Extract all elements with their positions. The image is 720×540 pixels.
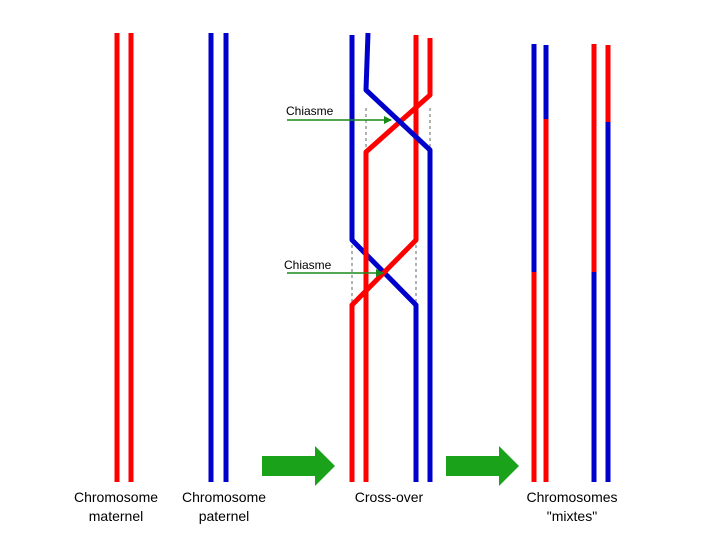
chiasma-label-top: Chiasme xyxy=(286,104,334,118)
green-arrow-2 xyxy=(446,446,519,486)
crossover-chromosomes xyxy=(349,32,433,482)
mixed-chromosome-1 xyxy=(531,44,549,482)
maternal-caption-line1: Chromosome xyxy=(74,489,158,505)
paternal-chromosome xyxy=(208,33,229,482)
maternal-chromosome xyxy=(114,33,134,482)
crossover-blue-chromatid-2 xyxy=(363,32,433,482)
mixed-caption-line2: "mixtes" xyxy=(547,508,597,524)
green-arrow-1 xyxy=(262,446,335,486)
crossover-blue-chromatid-1 xyxy=(349,35,419,482)
crossover-red-chromatid-1 xyxy=(349,35,419,482)
chiasma-label-bottom: Chiasme xyxy=(284,258,332,272)
crossover-caption: Cross-over xyxy=(355,489,424,505)
mixed-chromosome-2 xyxy=(591,44,611,482)
paternal-caption-line2: paternel xyxy=(199,508,250,524)
paternal-caption-line1: Chromosome xyxy=(182,489,266,505)
crossover-red-chromatid-2 xyxy=(363,38,433,482)
mixed-caption-line1: Chromosomes xyxy=(526,489,617,505)
maternal-caption-line2: maternel xyxy=(89,508,143,524)
